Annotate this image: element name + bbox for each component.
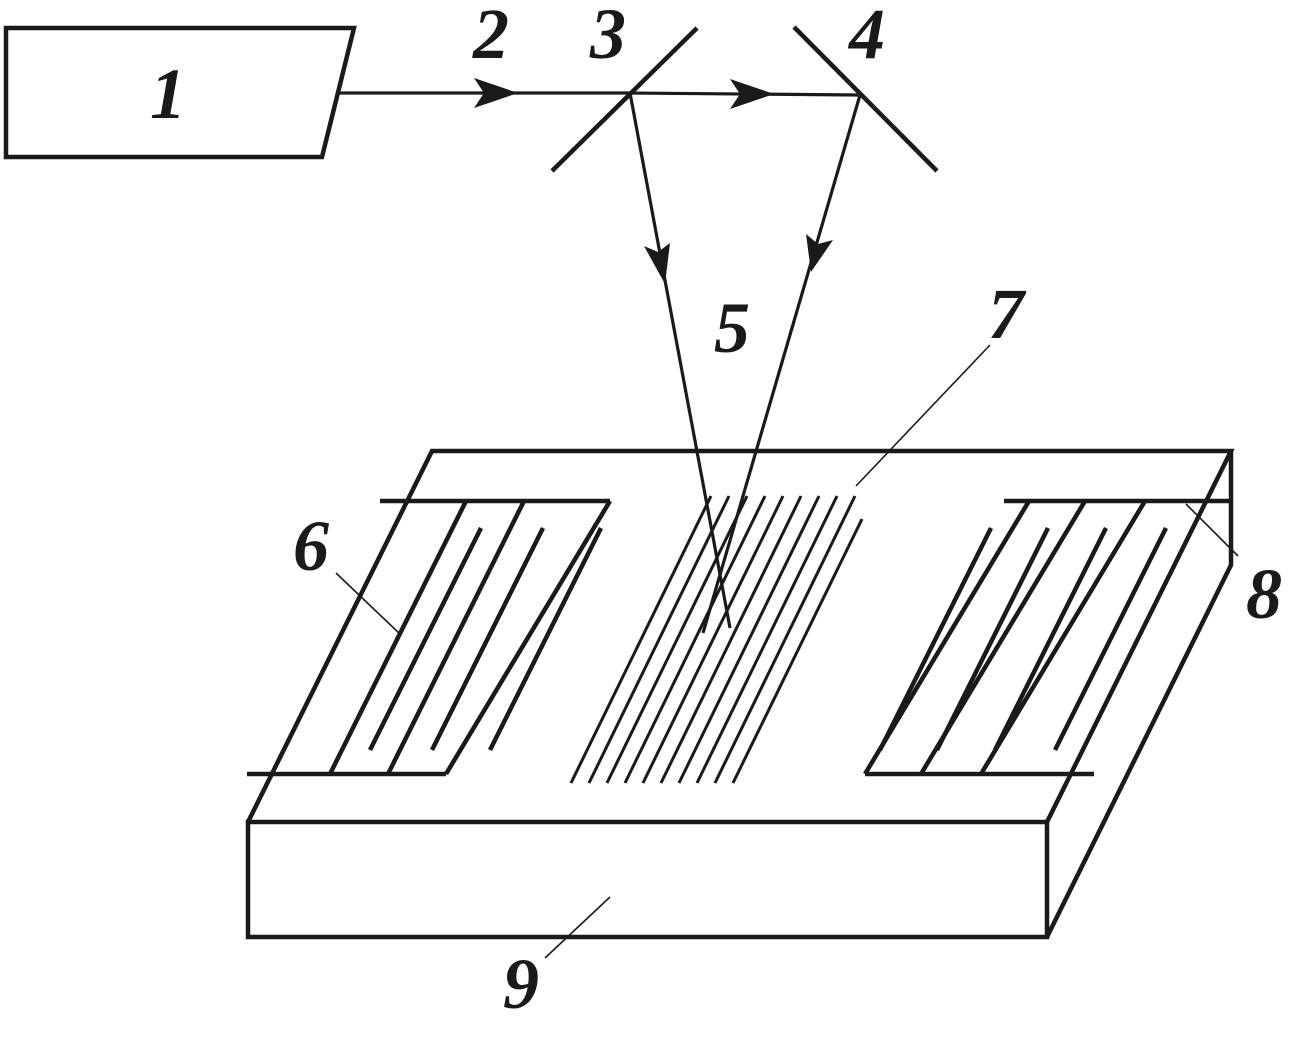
label-8: 8: [1246, 554, 1282, 634]
label-3: 3: [589, 0, 626, 74]
leader-line-6: [335, 572, 401, 635]
left-transducer: [247, 498, 612, 777]
surface-grating: [569, 495, 864, 784]
leader-line-8: [1185, 503, 1239, 557]
substrate-top-face: [245, 448, 1235, 823]
label-4: 4: [847, 0, 885, 74]
substrate-front-face: [245, 819, 1050, 940]
label-7: 7: [988, 274, 1027, 354]
transmitted-beam-arrow: [730, 79, 774, 109]
label-9: 9: [503, 944, 539, 1024]
reflected-beam-right: [701, 94, 862, 634]
reflected-beam-left-arrow: [644, 243, 670, 284]
laser-source-box: [3, 25, 357, 160]
leader-line-7: [855, 344, 991, 487]
label-2: 2: [472, 0, 509, 74]
label-1: 1: [150, 54, 186, 134]
right-transducer: [863, 498, 1231, 777]
beam-splitter: [550, 26, 699, 173]
incident-beam-arrow: [474, 78, 518, 108]
label-5: 5: [714, 288, 750, 368]
substrate-side-face: [1044, 451, 1234, 938]
label-6: 6: [293, 506, 329, 586]
mirror: [792, 25, 939, 173]
leader-line-9: [544, 896, 611, 959]
reflected-beam-left: [628, 92, 732, 629]
reflected-beam-right-arrow: [806, 234, 833, 272]
